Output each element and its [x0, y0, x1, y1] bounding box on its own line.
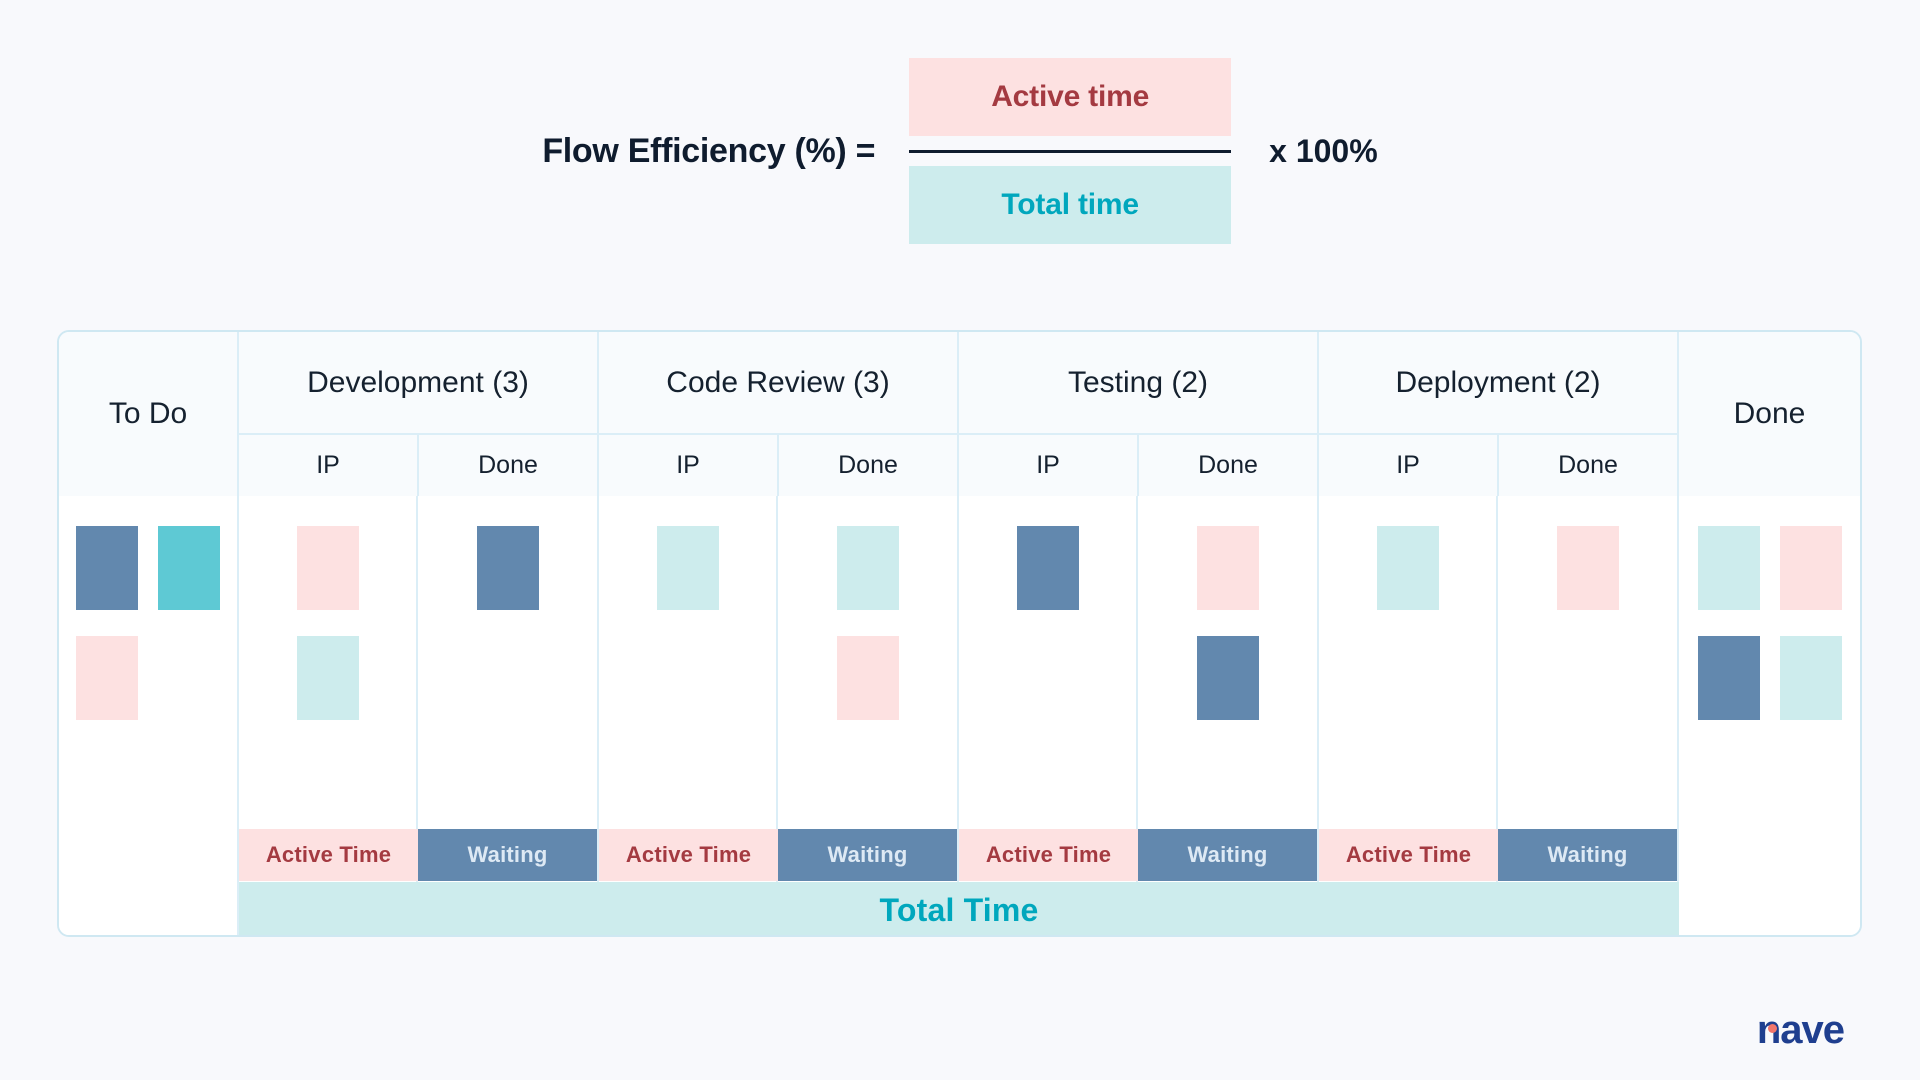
subcolumn-row-deployment: IP Done: [1319, 435, 1677, 496]
subcolumn-testing-ip[interactable]: IP: [959, 435, 1139, 496]
card[interactable]: [1697, 636, 1760, 720]
card[interactable]: [1697, 526, 1760, 610]
band-waiting-development: Waiting: [418, 829, 597, 881]
column-body-code-review[interactable]: Active Time Waiting: [599, 496, 959, 935]
card-area-deployment-ip[interactable]: [1319, 496, 1498, 935]
flow-efficiency-formula: Flow Efficiency (%) = Active time Total …: [0, 36, 1920, 266]
card[interactable]: [1779, 636, 1842, 720]
card[interactable]: [656, 526, 719, 610]
band-active-time-development: Active Time: [239, 829, 418, 881]
subcolumn-testing-done[interactable]: Done: [1198, 451, 1258, 479]
subcolumn-row-testing: IP Done: [959, 435, 1317, 496]
subcolumn-development-done[interactable]: Done: [478, 451, 538, 479]
nave-logo-dot-icon: [1767, 1024, 1777, 1033]
card[interactable]: [1556, 526, 1619, 610]
band-active-time-testing: Active Time: [959, 829, 1138, 881]
column-body-done[interactable]: [1679, 496, 1860, 935]
subcolumn-row-development: IP Done: [239, 435, 597, 496]
card[interactable]: [296, 526, 359, 610]
column-title-code-review: Code Review (3): [599, 332, 957, 435]
card[interactable]: [1196, 526, 1259, 610]
formula-label: Flow Efficiency (%) =: [542, 131, 876, 170]
formula-numerator: Active time: [909, 58, 1232, 136]
column-header-development[interactable]: Development (3) IP Done: [239, 332, 599, 496]
formula-fraction: Active time Total time: [909, 58, 1232, 244]
band-active-time-code-review: Active Time: [599, 829, 778, 881]
nave-logo-text: nave: [1757, 1010, 1845, 1050]
nave-logo: nave: [1757, 1010, 1845, 1050]
band-waiting-testing: Waiting: [1138, 829, 1317, 881]
card[interactable]: [476, 526, 539, 610]
column-header-deployment[interactable]: Deployment (2) IP Done: [1319, 332, 1679, 496]
column-header-to-do[interactable]: To Do: [59, 332, 239, 496]
board-body-row: Active Time Waiting Active Time Waiting: [59, 496, 1860, 935]
card-area-development-done[interactable]: [418, 496, 597, 935]
column-body-deployment[interactable]: Active Time Waiting: [1319, 496, 1679, 935]
column-title-deployment: Deployment (2): [1319, 332, 1677, 435]
column-body-testing[interactable]: Active Time Waiting: [959, 496, 1319, 935]
kanban-board: To Do Development (3) IP Done Code Revie…: [57, 330, 1862, 937]
band-waiting-deployment: Waiting: [1498, 829, 1677, 881]
formula-denominator: Total time: [909, 166, 1232, 244]
card[interactable]: [76, 526, 138, 610]
board-header-row: To Do Development (3) IP Done Code Revie…: [59, 332, 1860, 496]
card[interactable]: [76, 636, 138, 720]
card[interactable]: [296, 636, 359, 720]
band-waiting-code-review: Waiting: [778, 829, 957, 881]
column-header-testing[interactable]: Testing (2) IP Done: [959, 332, 1319, 496]
subcolumn-code-review-done[interactable]: Done: [838, 451, 898, 479]
subcolumn-development-ip[interactable]: IP: [239, 435, 419, 496]
formula-fraction-bar: [909, 136, 1232, 166]
formula-multiplier: x 100%: [1269, 132, 1378, 169]
card[interactable]: [1376, 526, 1439, 610]
card-area-code-review-done[interactable]: [778, 496, 957, 935]
column-body-development[interactable]: Active Time Waiting: [239, 496, 599, 935]
card[interactable]: [836, 636, 899, 720]
card[interactable]: [1196, 636, 1259, 720]
card[interactable]: [158, 526, 220, 610]
card-area-code-review-ip[interactable]: [599, 496, 778, 935]
subcolumn-code-review-ip[interactable]: IP: [599, 435, 779, 496]
column-title-development: Development (3): [239, 332, 597, 435]
band-active-time-deployment: Active Time: [1319, 829, 1498, 881]
card[interactable]: [836, 526, 899, 610]
column-title-to-do: To Do: [108, 397, 188, 430]
card-area-done: [1679, 496, 1860, 935]
column-header-done[interactable]: Done: [1679, 332, 1860, 496]
column-header-code-review[interactable]: Code Review (3) IP Done: [599, 332, 959, 496]
column-title-testing: Testing (2): [959, 332, 1317, 435]
card-area-deployment-done[interactable]: [1498, 496, 1677, 935]
card[interactable]: [1779, 526, 1842, 610]
column-title-done: Done: [1733, 397, 1806, 430]
column-body-to-do[interactable]: [59, 496, 239, 935]
card-area-testing-ip[interactable]: [959, 496, 1138, 935]
subcolumn-row-code-review: IP Done: [599, 435, 957, 496]
band-total-time: Total Time: [239, 882, 1679, 935]
card-area-development-ip[interactable]: [239, 496, 418, 935]
card-area-testing-done[interactable]: [1138, 496, 1317, 935]
subcolumn-deployment-ip[interactable]: IP: [1319, 435, 1499, 496]
subcolumn-deployment-done[interactable]: Done: [1558, 451, 1618, 479]
card[interactable]: [1016, 526, 1079, 610]
card-area-to-do: [59, 496, 237, 935]
